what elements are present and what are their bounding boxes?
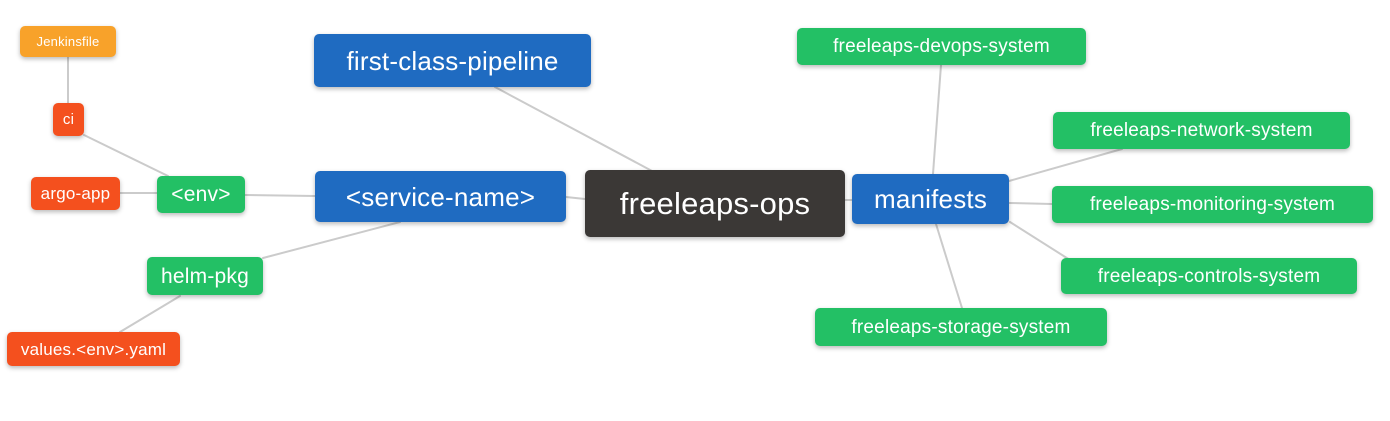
node-label-freeleaps-devops-system: freeleaps-devops-system bbox=[833, 36, 1050, 57]
node-label-ci: ci bbox=[62, 111, 75, 128]
node-env[interactable]: <env> bbox=[157, 176, 245, 213]
node-label-argo-app: argo-app bbox=[40, 184, 111, 203]
node-jenkinsfile[interactable]: Jenkinsfile bbox=[20, 26, 116, 57]
node-argo-app[interactable]: argo-app bbox=[31, 177, 120, 210]
edge-manifests-to-freeleaps-network-system bbox=[1008, 148, 1123, 182]
node-label-helm-pkg: helm-pkg bbox=[161, 264, 249, 288]
node-first-class-pipeline[interactable]: first-class-pipeline bbox=[314, 34, 591, 87]
edge-env-to-service-name bbox=[244, 194, 316, 197]
node-label-service-name: <service-name> bbox=[345, 181, 536, 212]
edge-helm-pkg-to-service-name bbox=[262, 221, 401, 259]
node-label-values-env-yaml: values.<env>.yaml bbox=[20, 339, 167, 359]
node-freeleaps-ops[interactable]: freeleaps-ops bbox=[585, 170, 845, 237]
edge-values-env-yaml-to-helm-pkg bbox=[119, 295, 181, 333]
node-manifests[interactable]: manifests bbox=[852, 174, 1009, 224]
node-label-jenkinsfile: Jenkinsfile bbox=[36, 34, 100, 49]
node-values-env-yaml[interactable]: values.<env>.yaml bbox=[7, 332, 180, 366]
edge-ci-to-env bbox=[83, 134, 169, 177]
edge-manifests-to-freeleaps-monitoring-system bbox=[1008, 202, 1053, 205]
edge-first-class-pipeline-to-freeleaps-ops bbox=[494, 86, 653, 172]
node-label-freeleaps-controls-system: freeleaps-controls-system bbox=[1097, 265, 1321, 287]
node-ci[interactable]: ci bbox=[53, 103, 84, 136]
node-freeleaps-controls-system[interactable]: freeleaps-controls-system bbox=[1061, 258, 1357, 294]
node-label-env: <env> bbox=[171, 183, 231, 206]
node-helm-pkg[interactable]: helm-pkg bbox=[147, 257, 263, 295]
node-label-first-class-pipeline: first-class-pipeline bbox=[346, 45, 559, 76]
edge-manifests-to-freeleaps-controls-system bbox=[1009, 221, 1071, 261]
node-label-freeleaps-network-system: freeleaps-network-system bbox=[1090, 120, 1313, 141]
node-label-manifests: manifests bbox=[873, 184, 988, 214]
node-label-freeleaps-storage-system: freeleaps-storage-system bbox=[851, 316, 1071, 338]
node-label-freeleaps-monitoring-system: freeleaps-monitoring-system bbox=[1089, 194, 1336, 215]
node-freeleaps-monitoring-system[interactable]: freeleaps-monitoring-system bbox=[1052, 186, 1373, 223]
node-service-name[interactable]: <service-name> bbox=[315, 171, 566, 222]
edge-manifests-to-freeleaps-storage-system bbox=[935, 223, 963, 309]
edge-service-name-to-freeleaps-ops bbox=[565, 196, 586, 200]
node-freeleaps-storage-system[interactable]: freeleaps-storage-system bbox=[815, 308, 1107, 346]
node-freeleaps-network-system[interactable]: freeleaps-network-system bbox=[1053, 112, 1350, 149]
edge-manifests-to-freeleaps-devops-system bbox=[932, 64, 942, 175]
node-label-freeleaps-ops: freeleaps-ops bbox=[619, 186, 811, 221]
node-freeleaps-devops-system[interactable]: freeleaps-devops-system bbox=[797, 28, 1086, 65]
